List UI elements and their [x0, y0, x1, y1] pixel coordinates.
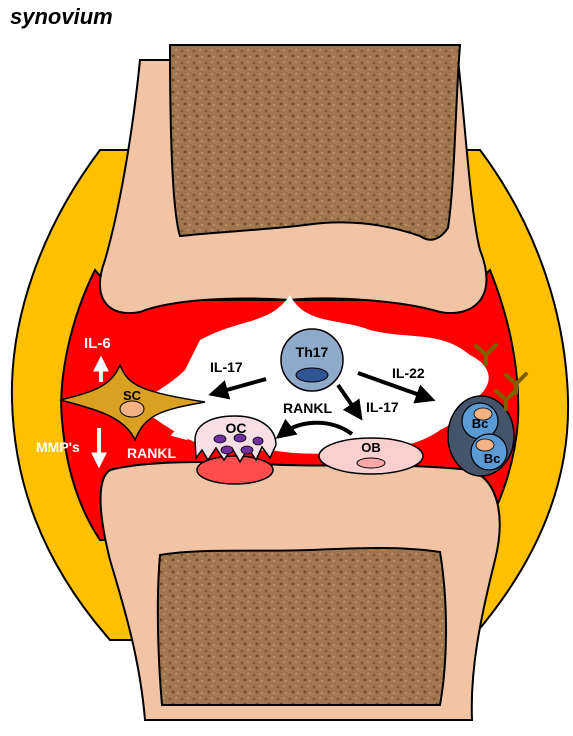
- sc-label: SC: [123, 388, 142, 403]
- oc-nucleus-5: [253, 437, 263, 445]
- ob-label: OB: [361, 440, 381, 455]
- oc-nucleus-2: [234, 434, 246, 442]
- oc-label: OC: [226, 420, 247, 436]
- th17-label: Th17: [296, 344, 329, 360]
- oc-nucleus-3: [221, 446, 233, 454]
- oc-nucleus-4: [241, 446, 253, 454]
- il22-label: IL-22: [392, 365, 425, 381]
- stromal-cell-nucleus: [120, 401, 144, 417]
- oc-nucleus-1: [214, 435, 226, 443]
- rankl-center-label: RANKL: [283, 400, 332, 416]
- rankl-left-label: RANKL: [127, 445, 176, 461]
- synovium-title: synovium: [10, 4, 113, 30]
- th17-nucleus: [296, 368, 328, 382]
- bcell-bottom-nucleus: [476, 439, 494, 451]
- lower-bone-marrow: [158, 548, 446, 705]
- il6-label: IL-6: [84, 335, 111, 352]
- bc-bottom-label: Bc: [484, 451, 501, 466]
- upper-bone-marrow: [170, 45, 460, 240]
- il17-center-label: IL-17: [366, 399, 399, 415]
- il17-left-label: IL-17: [210, 359, 243, 375]
- mmps-label: MMP's: [36, 439, 80, 455]
- bc-top-label: Bc: [472, 416, 489, 431]
- osteoblast-nucleus: [357, 458, 385, 468]
